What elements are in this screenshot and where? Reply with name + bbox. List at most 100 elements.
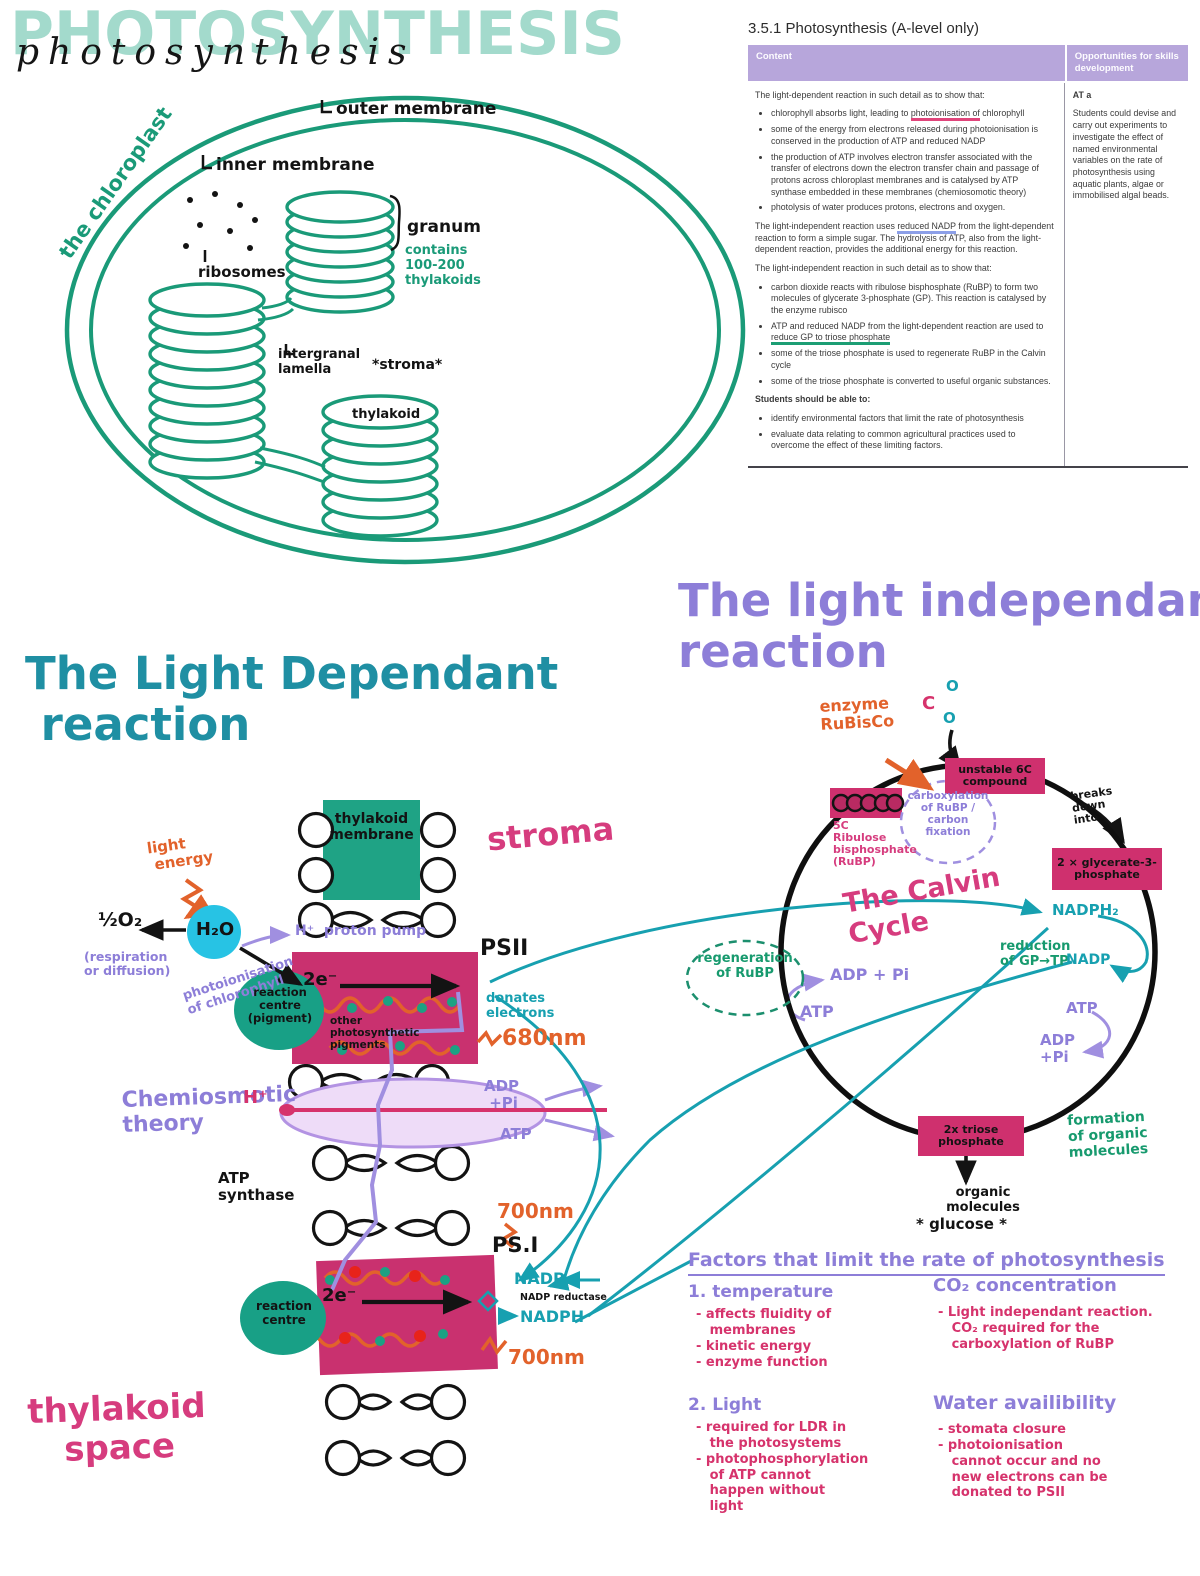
rubisco-arrow — [884, 757, 935, 791]
spec-skills-body: Students could devise and carry out expe… — [1072, 108, 1176, 201]
reduction-label: reduction of GP→TP — [1000, 939, 1071, 969]
rubisco-label: enzyme RuBisCo — [819, 693, 895, 735]
spec-skills-cell: AT a Students could devise and carry out… — [1065, 83, 1188, 466]
proton-pump-label: H⁺ proton pump — [295, 923, 427, 939]
reaction-centre-oval-psi — [240, 1281, 326, 1355]
water-label: H₂O — [195, 919, 235, 940]
co2-carbon: C — [922, 693, 936, 714]
ribosomes-label: ribosomes — [198, 263, 286, 281]
proton-dot — [279, 1104, 295, 1116]
intergranal-lamella-label: intergranal lamella — [278, 347, 361, 377]
oxygen-note: (respiration or diffusion) — [84, 949, 171, 979]
atp-left-label: ATP — [800, 1002, 834, 1021]
atp-synthase-label: ATP synthase — [218, 1169, 295, 1205]
spec-heading: 3.5.1 Photosynthesis (A-level only) — [748, 20, 979, 37]
outer-membrane-label: outer membrane — [336, 99, 497, 119]
electrons-1-label: 2e⁻ — [303, 969, 338, 990]
spec-bullet: carbon dioxide reacts with ribulose bisp… — [771, 282, 1055, 317]
spec-bullet: photolysis of water produces protons, el… — [771, 202, 1055, 214]
electron-route — [330, 991, 465, 1291]
pigment-dots — [310, 996, 460, 1346]
co2-oxygen-1: O — [946, 677, 959, 695]
gp-box: 2 × glycerate-3- phosphate — [1052, 848, 1162, 890]
atp-right-label: ATP — [1066, 999, 1098, 1017]
intergranal-lamellae — [254, 296, 326, 484]
organic-molecules-label: organic molecules — [946, 1185, 1020, 1215]
underline-pink: photoionisation of — [910, 108, 980, 122]
water-points: - stomata closure - photoionisation cann… — [938, 1422, 1108, 1501]
nadph2-label: NADPH₂ — [1052, 901, 1119, 919]
granum-note: contains 100-200 thylakoids — [405, 243, 481, 288]
formation-label: formation of organic molecules — [1066, 1109, 1149, 1161]
thylakoid-membrane-label: thylakoid membrane — [329, 811, 414, 843]
water-circle — [187, 905, 241, 959]
680nm-label: 680nm — [502, 1026, 587, 1051]
spec-bullet: some of the triose phosphate is converte… — [771, 376, 1055, 388]
spec-bullet: ATP and reduced NADP from the light-depe… — [771, 321, 1055, 346]
h-plus-label: H⁺ — [243, 1087, 268, 1108]
ldr-heading: The Light Dependant reaction — [25, 647, 559, 752]
spec-col-skills: Opportunities for skills development — [1064, 45, 1188, 81]
water-title: Water availibility — [933, 1392, 1117, 1414]
nadp-label: NADP — [514, 1269, 565, 1288]
reaction-centre-oval-psii — [234, 970, 324, 1050]
thylakoid-membrane-box — [323, 800, 420, 900]
thylakoid-label: thylakoid — [352, 407, 421, 422]
chemiosmotic-label: Chemiosmotic theory — [121, 1081, 297, 1139]
granum-label: granum — [407, 217, 481, 237]
adp-left-label: ADP + Pi — [830, 965, 910, 984]
spec-paragraph: The light-independent reaction in such d… — [755, 263, 992, 273]
light-title: 2. Light — [688, 1395, 762, 1415]
factors-heading: Factors that limit the rate of photosynt… — [688, 1249, 1165, 1276]
reaction-centre-1-label: reaction centre (pigment) — [247, 985, 313, 1026]
psii-label: PSII — [480, 936, 529, 961]
spec-bullet: some of the triose phosphate is used to … — [771, 348, 1055, 371]
nadph-label: NADPH — [520, 1307, 585, 1326]
spec-paragraph: The light-independent reaction uses redu… — [755, 220, 1054, 255]
adp-right-label: ADP +Pi — [1040, 1031, 1076, 1067]
nadp-return-label: NADP — [1066, 952, 1111, 968]
light-points: - required for LDR in the photosystems -… — [696, 1420, 869, 1515]
atp-label-ldr: ATP — [500, 1125, 532, 1143]
regeneration-dashed-circle — [685, 939, 805, 1017]
spec-col-content: Content — [756, 51, 792, 62]
breaks-down-label: breaks down into — [1069, 784, 1114, 827]
spec-bullet: the production of ATP involves electron … — [771, 152, 1055, 199]
co2-title: CO₂ concentration — [933, 1275, 1117, 1296]
co2-points: - Light independant reaction. CO₂ requir… — [938, 1305, 1153, 1352]
title-script: photosynthesis — [16, 32, 416, 73]
rubp-label: 5C Ribulose bisphosphate (RuBP) — [833, 819, 917, 869]
oxygen-label: ½O₂ — [98, 909, 143, 931]
stroma-label-chloroplast: *stroma* — [372, 357, 443, 373]
electron-transfer-chains — [180, 878, 519, 1356]
spec-should-heading: Students should be able to: — [755, 394, 871, 405]
regeneration-label: regeneration of RuBP — [697, 951, 793, 981]
temperature-points: - affects fluidity of membranes - kineti… — [696, 1307, 832, 1370]
donates-electrons-label: donates electrons — [486, 991, 555, 1021]
psi-box — [316, 1254, 498, 1376]
lir-heading: The light independant reaction — [678, 574, 1200, 679]
spec-bullet: some of the energy from electrons releas… — [771, 124, 1055, 147]
co2-oxygen-2: O — [943, 709, 956, 727]
underline-blue: reduced NADP — [897, 220, 956, 234]
spec-table-body: The light-dependent reaction in such det… — [748, 82, 1188, 468]
title-bubble: PHOTOSYNTHESIS — [10, 0, 625, 69]
thylakoid-space-label: thylakoid space — [26, 1385, 207, 1471]
spec-bullet: chlorophyll absorbs light, leading to ph… — [771, 108, 1055, 122]
chloroplast-brackets — [201, 100, 401, 356]
reaction-centre-2-label: reaction centre — [256, 1299, 312, 1327]
electrons-2-label: 2e⁻ — [322, 1285, 357, 1306]
spec-at-a: AT a — [1072, 89, 1092, 100]
spec-content-cell: The light-dependent reaction in such det… — [748, 82, 1065, 466]
granum-stacks — [148, 190, 439, 538]
underline-green: reduce GP to triose phosphate — [771, 332, 891, 346]
spec-paragraph: The light-dependent reaction in such det… — [755, 89, 985, 100]
triose-phosphate-box: 2x triose phosphate — [918, 1116, 1024, 1156]
spec-bullet: evaluate data relating to common agricul… — [771, 429, 1055, 452]
700nm-label-a: 700nm — [497, 1199, 574, 1223]
700nm-label-b: 700nm — [508, 1345, 585, 1369]
inner-membrane-label: inner membrane — [216, 155, 375, 175]
teal-connectors — [489, 898, 1149, 1325]
